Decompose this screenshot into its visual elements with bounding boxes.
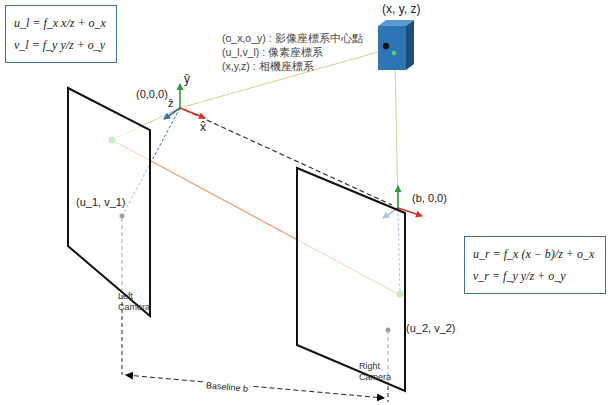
baseline-arrow: [126, 375, 384, 398]
legend-note: (u_l,v_l) : 像素座標系: [222, 46, 323, 60]
dimension-label: Baseline b: [204, 380, 251, 394]
plane-outline: [293, 165, 409, 395]
left-axes: [164, 84, 205, 119]
image-point: [386, 328, 391, 333]
axis-label: x̂: [200, 120, 206, 134]
origin-label: (b, 0,0): [412, 192, 447, 204]
baseline-dash: [185, 110, 392, 205]
image-point: [109, 137, 116, 144]
camera-label: Right Camera: [359, 361, 399, 383]
point-label: (u_1, v_1): [76, 196, 126, 208]
formula-box: u_r = f_x (x − b)/z + o_xv_r = f_y y/z +…: [464, 236, 606, 294]
image-plane: Right Camera: [293, 165, 409, 395]
axis-label: ẑ: [168, 97, 174, 109]
image-point: [120, 214, 125, 219]
image-point: [397, 291, 404, 298]
formula-text: u_l = f_x x/z + o_x: [14, 12, 108, 34]
legend-note: (x,y,z) : 相機座標系: [222, 60, 314, 74]
camera-label: Left Camera: [118, 291, 158, 313]
origin-label: (0,0,0): [136, 88, 168, 100]
formula-text: v_l = f_y y/z + o_y: [14, 34, 108, 56]
point-label: (u_2, v_2): [406, 322, 456, 334]
formula-text: u_r = f_x (x − b)/z + o_x: [473, 243, 597, 265]
legend-note: (o_x,o_y) : 影像座標系中心點: [222, 32, 363, 46]
camera-object: [378, 20, 414, 70]
point-label: (x, y, z): [382, 2, 420, 16]
axis-label: ŷ: [184, 72, 190, 86]
ray-line: [395, 60, 398, 208]
formula-box: u_l = f_x x/z + o_xv_l = f_y y/z + o_y: [5, 5, 117, 63]
formula-text: v_r = f_y y/z + o_y: [473, 265, 597, 287]
